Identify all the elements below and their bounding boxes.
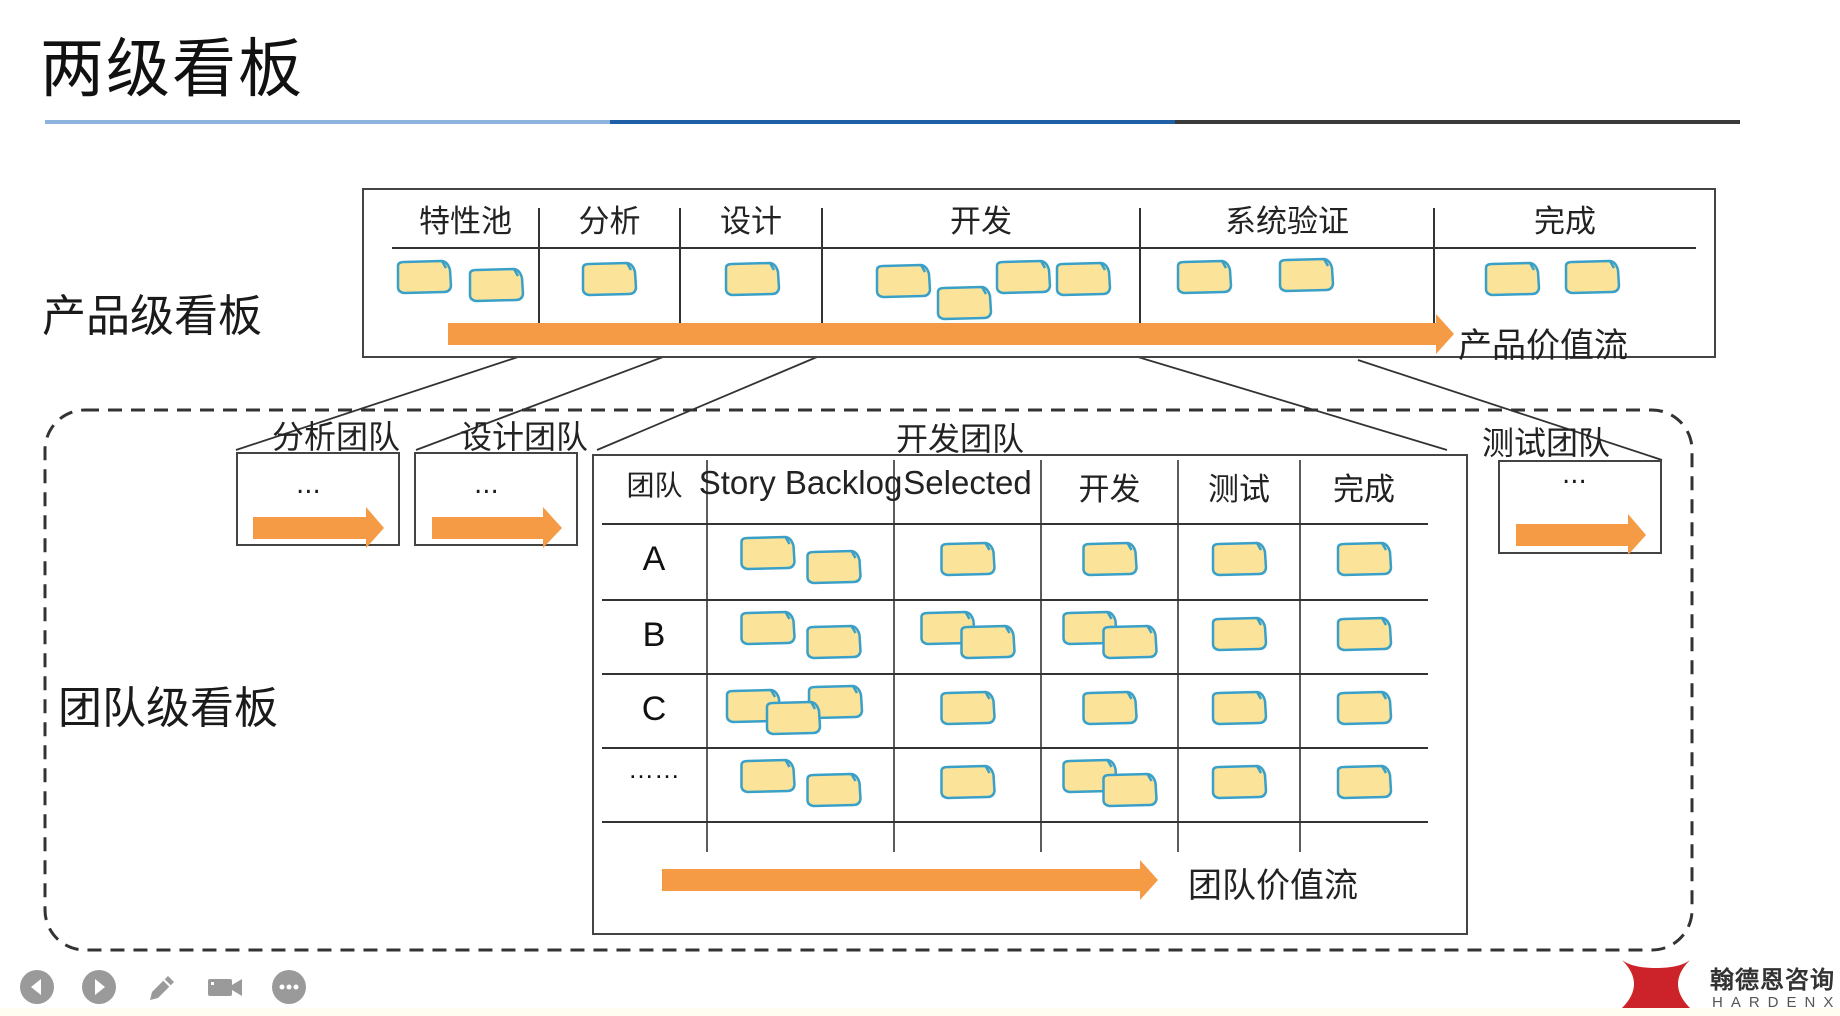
team-value-flow-arrow bbox=[662, 860, 1158, 900]
sticky-note-card bbox=[1336, 541, 1393, 577]
analysis-team-label: 分析团队 bbox=[272, 418, 401, 456]
sticky-note-card bbox=[806, 772, 862, 808]
connector-line bbox=[1137, 356, 1448, 451]
sticky-note-card bbox=[740, 610, 796, 646]
sticky-note-card bbox=[960, 624, 1016, 660]
dev-team-label: 开发团队 bbox=[896, 420, 1025, 458]
next-icon bbox=[95, 979, 105, 995]
sticky-note-card bbox=[1211, 690, 1268, 726]
test-team-label: 测试团队 bbox=[1482, 424, 1611, 462]
sticky-note-card bbox=[724, 261, 781, 297]
dev-team-row-label: B bbox=[642, 616, 666, 654]
product-column-header: 完成 bbox=[1534, 204, 1596, 240]
team-region-dashed-border bbox=[43, 408, 1694, 952]
product-column-header: 系统验证 bbox=[1225, 204, 1349, 240]
pen-button[interactable] bbox=[144, 970, 178, 1004]
connector-line bbox=[1357, 359, 1663, 461]
sticky-note-card bbox=[1336, 764, 1393, 800]
connector-line bbox=[596, 356, 818, 451]
next-slide-button[interactable] bbox=[82, 970, 116, 1004]
dev-column-header: 团队 bbox=[626, 469, 683, 502]
dev-flow-label: 团队价值流 bbox=[1188, 866, 1358, 906]
sticky-note-card bbox=[396, 259, 453, 295]
sticky-note-card bbox=[1102, 624, 1158, 660]
slide-title: 两级看板 bbox=[40, 33, 304, 107]
dev-column-header: Story Backlog bbox=[698, 464, 903, 501]
dev-team-row-label: C bbox=[641, 690, 667, 728]
more-button[interactable] bbox=[272, 970, 306, 1004]
dev-column-header: 完成 bbox=[1333, 472, 1395, 508]
connector-line bbox=[415, 356, 664, 451]
video-camera-icon bbox=[208, 979, 242, 996]
design-team-content: ... bbox=[474, 470, 499, 500]
sticky-note-card bbox=[1055, 261, 1112, 297]
logo-name-cn: 翰德恩咨询 bbox=[1710, 966, 1835, 994]
test-team-content: ... bbox=[1562, 460, 1587, 490]
team-board-label: 团队级看板 bbox=[58, 683, 278, 734]
sticky-note-card bbox=[940, 541, 996, 577]
prev-icon bbox=[31, 979, 41, 995]
sticky-note-card bbox=[1336, 616, 1393, 652]
sticky-note-card bbox=[1211, 616, 1268, 652]
pencil-icon bbox=[150, 976, 174, 1000]
more-icon bbox=[279, 984, 299, 990]
sticky-note-card bbox=[765, 700, 822, 736]
presentation-toolbar bbox=[20, 970, 306, 1004]
sticky-note-card bbox=[936, 285, 993, 321]
product-column-header: 开发 bbox=[950, 204, 1012, 240]
design-team-label: 设计团队 bbox=[460, 418, 589, 456]
sticky-note-card bbox=[1336, 690, 1393, 726]
sticky-note-card bbox=[740, 535, 796, 571]
dev-column-header: 开发 bbox=[1078, 472, 1141, 508]
sticky-note-card bbox=[1564, 259, 1621, 295]
dev-team-row-label: …… bbox=[628, 754, 680, 784]
sticky-note-card bbox=[1211, 764, 1268, 800]
sticky-note-card bbox=[940, 690, 996, 726]
logo-name-en: HARDENX bbox=[1712, 994, 1840, 1011]
sticky-note-card bbox=[1484, 261, 1541, 297]
dev-column-header: Selected bbox=[903, 464, 1032, 501]
title-underline-blue bbox=[610, 120, 1175, 124]
connector-line bbox=[235, 356, 519, 451]
sticky-note-card bbox=[468, 267, 525, 303]
product-board-grid bbox=[392, 208, 1696, 354]
hardenx-logo-mark bbox=[1622, 960, 1690, 1008]
analysis-team-content: ... bbox=[296, 470, 321, 500]
sticky-note-card bbox=[995, 259, 1052, 295]
title-underline-dark bbox=[1175, 120, 1740, 124]
bottom-strip bbox=[0, 1008, 1840, 1016]
product-column-header: 设计 bbox=[720, 204, 782, 240]
sticky-note-card bbox=[1211, 541, 1268, 577]
product-column-header: 特性池 bbox=[419, 204, 512, 240]
company-logo bbox=[1620, 958, 1692, 1014]
product-column-header: 分析 bbox=[578, 204, 641, 240]
sticky-note-card bbox=[1082, 541, 1138, 577]
title-underline-light bbox=[45, 120, 610, 124]
dev-column-header: 测试 bbox=[1208, 472, 1270, 508]
sticky-note-card bbox=[1176, 259, 1233, 295]
sticky-note-card bbox=[581, 261, 638, 297]
test-team-flow-arrow bbox=[1516, 514, 1646, 555]
sticky-note-card bbox=[1278, 257, 1335, 293]
sticky-note-card bbox=[940, 764, 996, 800]
analysis-team-flow-arrow bbox=[253, 507, 384, 548]
sticky-note-card bbox=[806, 549, 862, 585]
sticky-note-card bbox=[740, 758, 796, 794]
prev-slide-button[interactable] bbox=[20, 970, 54, 1004]
product-flow-label: 产品价值流 bbox=[1458, 326, 1628, 366]
sticky-note-card bbox=[1102, 772, 1158, 808]
sticky-note-card bbox=[1082, 690, 1138, 726]
dev-team-row-label: A bbox=[642, 540, 666, 578]
product-value-flow-arrow bbox=[448, 314, 1454, 354]
sticky-note-card bbox=[875, 263, 932, 299]
product-board-label: 产品级看板 bbox=[42, 291, 262, 342]
sticky-note-card bbox=[806, 624, 862, 660]
dev-team-grid bbox=[602, 460, 1428, 900]
design-team-flow-arrow bbox=[432, 507, 562, 548]
video-button[interactable] bbox=[206, 970, 244, 1004]
